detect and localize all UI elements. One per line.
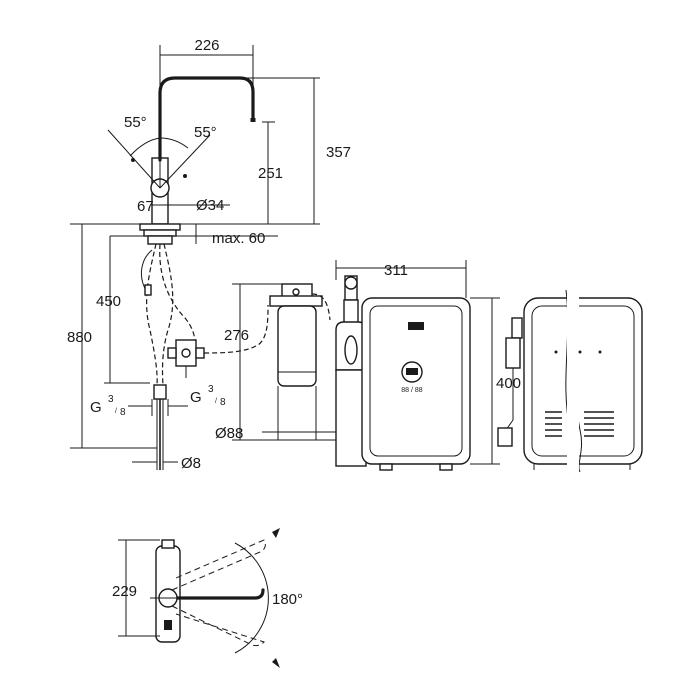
- thread-left-num: 3: [108, 394, 114, 405]
- bottle-body: [335, 369, 367, 467]
- spout-current: [166, 588, 265, 600]
- dim-357: 357: [326, 144, 351, 161]
- dim-251: 251: [258, 165, 283, 182]
- angle-arc-right: [159, 137, 189, 149]
- display-screen: [406, 368, 418, 375]
- side-connector: [511, 317, 523, 339]
- dim-max60: max. 60: [212, 230, 265, 247]
- bottle-valve: [344, 335, 358, 365]
- hose-mid: [159, 243, 196, 356]
- hose-left: [146, 243, 158, 386]
- hose-right: [161, 243, 174, 386]
- thread-left-label: G 3 / 8: [90, 394, 126, 418]
- hose-filter-boiler: [311, 293, 331, 321]
- hose-to-filter: [203, 304, 269, 354]
- top-lever-stub: [161, 539, 175, 549]
- angle-line-right: [159, 134, 211, 189]
- thread-right-label: G 3 / 8: [190, 384, 226, 408]
- side-panel: [531, 305, 635, 457]
- top-indicator: [164, 620, 172, 630]
- spout-swing-down: [171, 605, 265, 647]
- connector-plug: [144, 284, 152, 296]
- break-gap: [567, 290, 579, 472]
- dim-angle-left: 55°: [124, 114, 147, 131]
- arc-arrow-bottom: [272, 658, 280, 668]
- dim-dia88: Ø88: [215, 425, 243, 442]
- boiler-icons-label: 88 / 88: [401, 387, 423, 394]
- dim-880: 880: [67, 329, 92, 346]
- co2-bottle: [335, 275, 367, 467]
- dim-226: 226: [194, 37, 219, 54]
- thread-right-num: 3: [208, 384, 214, 395]
- dim-dia34: Ø34: [196, 197, 224, 214]
- faucet-front-view: [107, 76, 256, 245]
- angle-arc-left: [129, 137, 161, 157]
- thread-right-slash: /: [215, 398, 217, 405]
- angle-marker-left: [131, 158, 135, 162]
- thread-right-g: G: [190, 389, 202, 406]
- side-valve: [505, 337, 521, 369]
- side-dot-2: [578, 350, 582, 354]
- arc-arrow-top: [272, 528, 280, 538]
- valve-inlet: [167, 347, 177, 359]
- side-dot-1: [554, 350, 558, 354]
- side-case: [523, 297, 643, 465]
- pressure-gauge: [344, 276, 358, 290]
- thread-left-g: G: [90, 399, 102, 416]
- foot-right: [439, 463, 453, 471]
- thread-left-den: 8: [120, 407, 126, 418]
- vent-slots-right: [584, 411, 614, 437]
- dimension-lines: [70, 45, 500, 465]
- faucet-spout: [158, 76, 255, 162]
- mounting-shank: [147, 235, 173, 245]
- valve-knob: [181, 348, 191, 358]
- boiler-side: [497, 289, 643, 473]
- boiler-logo: [408, 322, 424, 330]
- swivel-arc: [234, 542, 269, 654]
- hose-fitting-bottom: [153, 384, 167, 400]
- filter-port: [292, 288, 300, 296]
- filter-bracket: [269, 295, 323, 307]
- side-dot-3: [598, 350, 602, 354]
- dim-400: 400: [496, 375, 521, 392]
- thread-right-den: 8: [220, 397, 226, 408]
- power-plug: [497, 427, 513, 447]
- boiler-front: 88 / 88: [361, 297, 471, 471]
- foot-left: [379, 463, 393, 471]
- faucet-top-view: [118, 528, 280, 668]
- dim-311: 311: [384, 262, 408, 279]
- spout-swing-up: [171, 539, 266, 591]
- dim-229: 229: [112, 583, 137, 600]
- mounting-flange: [139, 223, 181, 231]
- vent-slots-left: [545, 411, 562, 437]
- valve-outlet: [195, 347, 205, 359]
- filter-cartridge: [277, 305, 317, 387]
- dim-dia8: Ø8: [181, 455, 201, 472]
- dim-450: 450: [96, 293, 121, 310]
- dim-67: 67: [137, 198, 154, 215]
- tee-valve-assembly: [167, 304, 269, 378]
- dim-276: 276: [224, 327, 249, 344]
- thread-left-slash: /: [115, 408, 117, 415]
- power-cord: [505, 368, 514, 431]
- dim-180: 180°: [272, 591, 303, 608]
- dim-angle-right: 55°: [194, 124, 217, 141]
- boiler-panel: [369, 305, 463, 457]
- angle-marker-right: [183, 174, 187, 178]
- water-filter: [269, 283, 331, 387]
- mounting-nut: [143, 229, 177, 237]
